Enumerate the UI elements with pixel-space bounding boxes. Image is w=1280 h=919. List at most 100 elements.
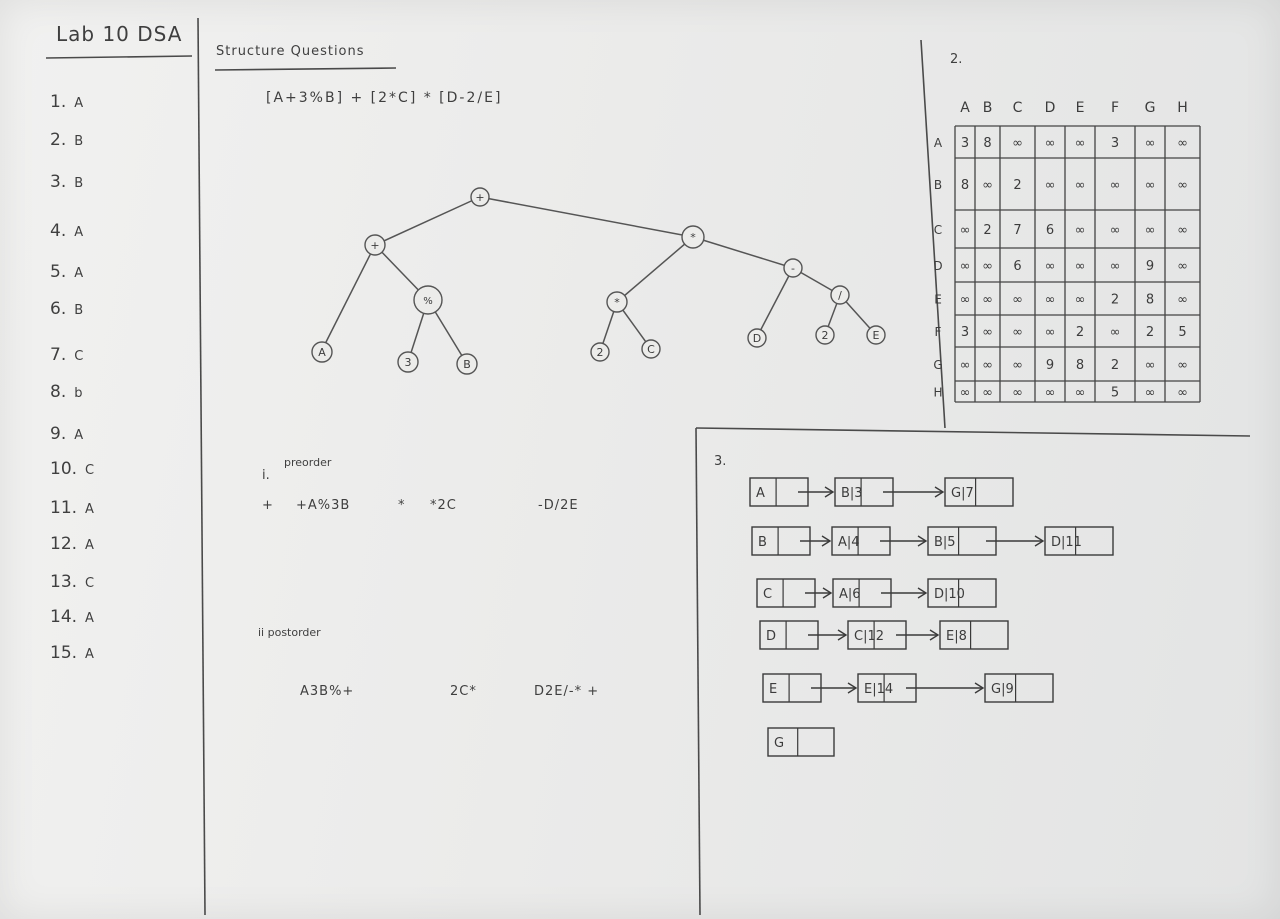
matrix-row-header: G [933,358,942,372]
answer-value: A [85,647,94,662]
matrix-cell: ∞ [1177,178,1188,193]
list-node-label: G|9 [991,682,1014,697]
answer-value: A [85,502,94,517]
list-node-box [939,620,1009,650]
answer-item: 10.C [50,459,94,479]
matrix-cell: ∞ [1075,178,1086,193]
tree-node-circle [413,285,443,315]
matrix-row-header: D [933,259,942,273]
answer-value: A [74,266,84,281]
tree-node-circle [606,291,628,313]
list-node-box [944,477,1014,507]
tree-node-label: 2 [597,346,604,359]
answer-number: 10. [50,459,78,479]
matrix-cell: ∞ [1075,136,1086,151]
tree-node-label: - [791,262,795,275]
matrix-cell: ∞ [1045,136,1056,151]
answer-item: 4. A [50,221,83,241]
tree-node-circle [815,325,835,345]
answer-item: 12.A [50,534,94,554]
matrix-cell: ∞ [982,293,993,308]
answer-number: 13. [50,572,78,592]
list-node-label: B|3 [841,486,863,501]
answer-value: A [85,611,94,626]
answer-item: 6. B [50,299,83,319]
answer-item: 9.A [50,424,83,444]
left-margin-line [197,17,206,916]
answer-number: 6. [50,299,67,319]
matrix-cell: ∞ [1045,325,1056,340]
tree-node-label: + [370,239,379,252]
matrix-row-header: B [934,178,942,192]
arrow-icon [822,587,833,599]
answer-value: B [74,176,84,191]
answer-number: 4. [50,221,67,241]
tree-node-circle [866,325,886,345]
answer-item: 1.A [50,92,83,112]
arrow-icon [1034,535,1045,547]
postorder-part-2: 2C* [450,684,477,699]
matrix-cell: ∞ [1012,325,1023,340]
list-node-label: G|7 [951,486,974,501]
answer-value: A [74,96,84,111]
matrix-cell: ∞ [1177,358,1188,373]
matrix-cell: ∞ [1012,386,1023,401]
tree-node-circle [641,339,661,359]
matrix-cell: ∞ [1045,386,1056,401]
answer-value: A [74,428,84,443]
postorder-part-3: D2E/-* + [534,684,600,699]
matrix-cell: ∞ [1177,386,1188,401]
matrix-col-header: F [1111,100,1119,116]
answer-item: 3.B [50,172,83,192]
arrow-icon [929,629,940,641]
postorder-part-1: A3B%+ [300,684,355,699]
matrix-cell: ∞ [960,293,971,308]
answer-value: A [85,538,94,553]
matrix-cell: 8 [961,178,969,193]
matrix-cell: ∞ [1110,178,1121,193]
answer-value: B [74,303,84,318]
answer-number: 15. [50,643,78,663]
matrix-cell: 8 [1076,358,1084,373]
matrix-col-header: H [1177,100,1188,116]
list-node-label: D|10 [934,587,965,602]
matrix-cell: 2 [1146,325,1154,340]
matrix-cell: ∞ [1110,223,1121,238]
matrix-row-header: F [935,325,942,339]
matrix-cell: 2 [1111,293,1119,308]
matrix-cell: ∞ [982,386,993,401]
preorder-part-3: * [398,498,406,513]
tree-node-label: * [690,231,696,244]
tree-node-label: * [614,296,620,309]
matrix-cell: 2 [983,223,991,238]
arrow-icon [917,587,928,599]
matrix-cell: ∞ [1145,136,1156,151]
preorder-part-4: *2C [430,498,457,513]
matrix-cell: 9 [1046,358,1054,373]
matrix-cell: ∞ [1075,386,1086,401]
list-head-label: G [774,736,784,751]
list-head-label: C [763,587,772,602]
arrow-icon [824,486,835,498]
matrix-cell: 6 [1013,259,1021,274]
matrix-cell: 9 [1146,259,1154,274]
list-head-label: A [756,486,765,501]
q3-label: 3. [714,454,727,469]
answer-value: B [74,134,84,149]
matrix-row-header: H [933,386,942,400]
arrow-icon [917,535,928,547]
tree-node-label: A [318,346,326,359]
answer-value: A [74,225,84,240]
answer-number: 2. [50,130,67,150]
preorder-part-2: +A%3B [296,498,351,513]
answer-number: 14. [50,607,78,627]
list-node-label: E|14 [864,682,893,697]
matrix-col-header: E [1076,100,1085,116]
matrix-cell: 3 [961,136,969,151]
matrix-cell: ∞ [1145,386,1156,401]
preorder-number: i. [262,468,270,483]
matrix-cell: ∞ [1045,178,1056,193]
list-head-label: D [766,629,776,644]
answer-item: 8.b [50,382,83,402]
